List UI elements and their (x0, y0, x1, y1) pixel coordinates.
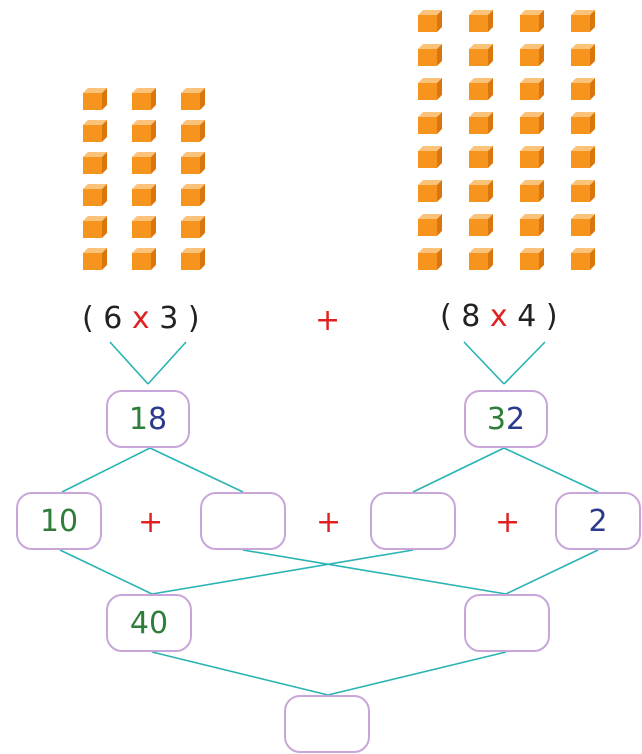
left-array-cube (181, 216, 205, 242)
left-array-cube (181, 152, 205, 178)
right-array-cube (469, 180, 493, 206)
paren-open-left: ( (82, 301, 94, 336)
connector-line (149, 447, 244, 493)
left-array-cube (181, 88, 205, 114)
left-array-cube (83, 184, 107, 210)
paren-close-left: ) (187, 301, 200, 336)
connector-line (151, 651, 329, 696)
connector-line (151, 549, 414, 595)
left-array-cube (181, 248, 205, 274)
right-array-cube (520, 78, 544, 104)
connector-line (109, 341, 149, 385)
right-array-cube (520, 248, 544, 274)
connector-line (61, 447, 151, 493)
paren-close-right: ) (545, 299, 558, 334)
right-array-cube (469, 78, 493, 104)
right-array-cube (571, 44, 595, 70)
right-array-cube (571, 248, 595, 274)
left-array-cube (132, 216, 156, 242)
connector-line (503, 447, 599, 493)
left-array-cube (83, 120, 107, 146)
right-array-cube (469, 44, 493, 70)
right-array-cube (520, 146, 544, 172)
right-array-cube (418, 78, 442, 104)
right-array-cube (469, 10, 493, 36)
right-array-cube (469, 112, 493, 138)
right-array-cube (520, 180, 544, 206)
left-array-cube (83, 216, 107, 242)
left-array-cube (132, 120, 156, 146)
left-array-cube (132, 152, 156, 178)
left-array-cube (83, 88, 107, 114)
right-array-cube (418, 180, 442, 206)
product-left-tens: 1 (128, 401, 148, 437)
right-array-cube (520, 214, 544, 240)
left-array-cube (132, 88, 156, 114)
expression-plus: + (315, 303, 341, 338)
right-array-cube (571, 112, 595, 138)
sum-box-right[interactable] (464, 594, 550, 652)
split-box-2[interactable] (200, 492, 286, 550)
sum-box-left[interactable]: 40 (106, 594, 192, 652)
paren-open-right: ( (440, 299, 452, 334)
right-array-cube (418, 112, 442, 138)
right-array-cube (418, 44, 442, 70)
split-plus-2: + (316, 505, 342, 540)
left-array-cube (132, 184, 156, 210)
right-array-cube (571, 10, 595, 36)
connector-line (412, 447, 505, 493)
right-array-cube (469, 214, 493, 240)
left-array-cube (181, 184, 205, 210)
split-box-4[interactable]: 2 (555, 492, 641, 550)
split-box-1[interactable]: 10 (16, 492, 102, 550)
right-array-cube (469, 248, 493, 274)
connector-line (327, 651, 507, 696)
product-right-ones: 2 (506, 401, 526, 437)
split-plus-3: + (495, 505, 521, 540)
product-left-ones: 8 (148, 401, 168, 437)
times-sign-right: x (489, 299, 508, 334)
factor-left-a: 6 (103, 301, 123, 336)
factor-right-b: 4 (517, 299, 537, 334)
left-array-cube (83, 248, 107, 274)
right-array-cube (418, 214, 442, 240)
right-array-cube (571, 180, 595, 206)
right-array-cube (520, 112, 544, 138)
total-box[interactable] (284, 695, 370, 753)
split-plus-1: + (138, 505, 164, 540)
right-array-cube (418, 248, 442, 274)
right-array-cube (418, 146, 442, 172)
right-array-cube (571, 78, 595, 104)
left-array-cube (83, 152, 107, 178)
left-array-cube (181, 120, 205, 146)
split-box-3[interactable] (370, 492, 456, 550)
connector-line (503, 341, 546, 385)
right-array-cube (520, 44, 544, 70)
connector-line (59, 549, 153, 595)
factor-right-a: 8 (461, 299, 481, 334)
connector-line (242, 549, 507, 595)
factor-left-b: 3 (159, 301, 179, 336)
left-array-cube (132, 248, 156, 274)
connector-line (463, 341, 505, 385)
product-right-tens: 3 (486, 401, 506, 437)
expression-right: ( 8 x 4 ) (440, 302, 558, 332)
right-array-cube (571, 214, 595, 240)
times-sign-left: x (131, 301, 150, 336)
connector-line (505, 549, 599, 595)
right-array-cube (571, 146, 595, 172)
right-array-cube (418, 10, 442, 36)
right-array-cube (469, 146, 493, 172)
expression-left: ( 6 x 3 ) (82, 304, 200, 334)
right-array-cube (520, 10, 544, 36)
connector-line (147, 341, 187, 385)
